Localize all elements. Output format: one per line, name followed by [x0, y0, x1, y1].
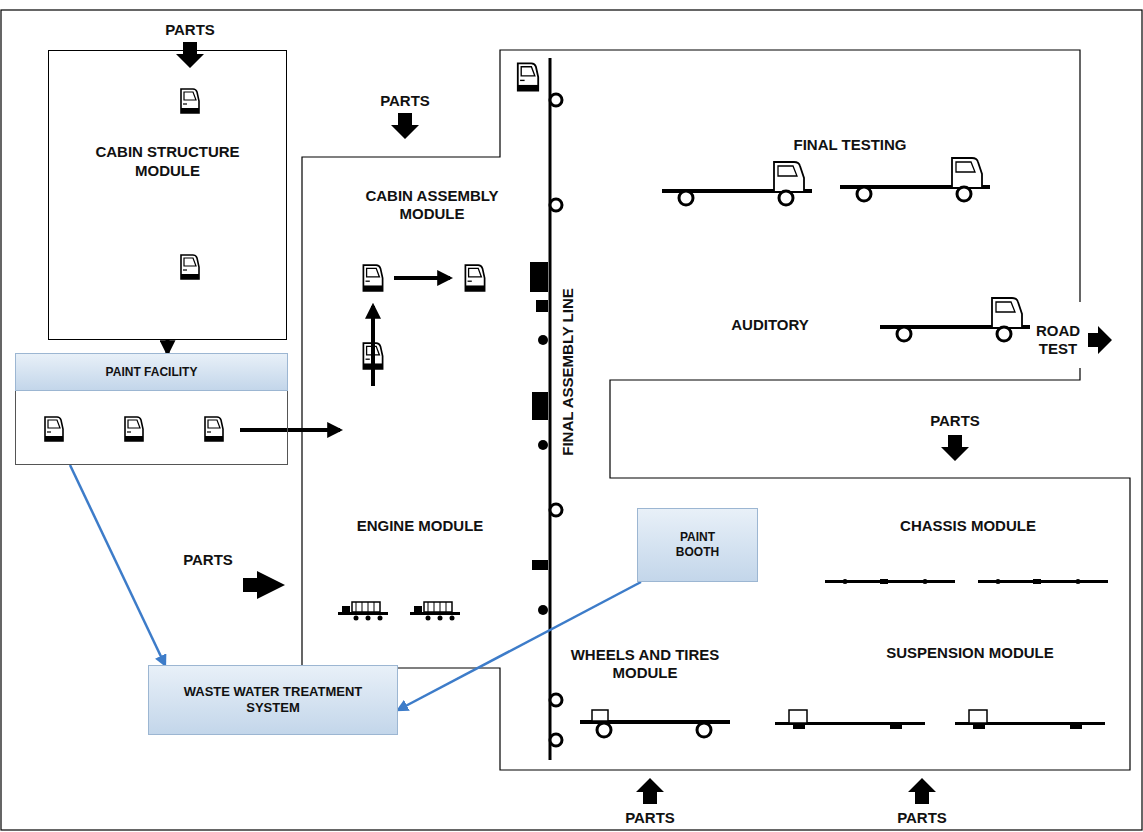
paint-booth-box: PAINT BOOTH — [637, 508, 758, 582]
text-label: FINAL ASSEMBLY LINE — [559, 288, 577, 456]
paint-facility-box: PAINT FACILITY — [15, 353, 288, 465]
text-label: FINAL TESTING — [793, 136, 906, 154]
text-label: CHASSIS MODULE — [900, 517, 1036, 535]
text-label: SUSPENSION MODULE — [886, 644, 1054, 662]
flow-connector — [166, 340, 170, 353]
text-label: PARTS — [625, 809, 675, 827]
assembly-line — [518, 58, 562, 760]
text-label: PARTS — [930, 412, 980, 430]
node-label: CABIN STRUCTURE MODULE — [78, 143, 258, 181]
node-label: WASTE WATER TREATMENT SYSTEM — [173, 684, 373, 717]
module-box: CABIN STRUCTURE MODULE — [48, 50, 287, 340]
engine-icons — [338, 602, 460, 621]
node-label: PAINT BOOTH — [663, 530, 733, 560]
text-label: AUDITORY — [731, 316, 809, 334]
text-label: PARTS — [165, 21, 215, 39]
text-label: CABIN ASSEMBLY MODULE — [345, 187, 520, 223]
header-band: PAINT FACILITY — [15, 353, 288, 391]
text-label: PARTS — [897, 809, 947, 827]
text-label: PARTS — [183, 551, 233, 569]
treatment-box: WASTE WATER TREATMENT SYSTEM — [148, 665, 398, 735]
text-label: WHEELS AND TIRES MODULE — [568, 646, 723, 682]
figure-frame — [1, 10, 1142, 830]
flow-connector — [70, 465, 165, 665]
text-label: PARTS — [380, 92, 430, 110]
text-label: ENGINE MODULE — [357, 517, 484, 535]
plant-outline — [302, 50, 1130, 770]
truck-icons — [662, 158, 1030, 341]
node-label: PAINT FACILITY — [106, 365, 198, 380]
text-label: ROAD TEST — [1034, 322, 1082, 358]
